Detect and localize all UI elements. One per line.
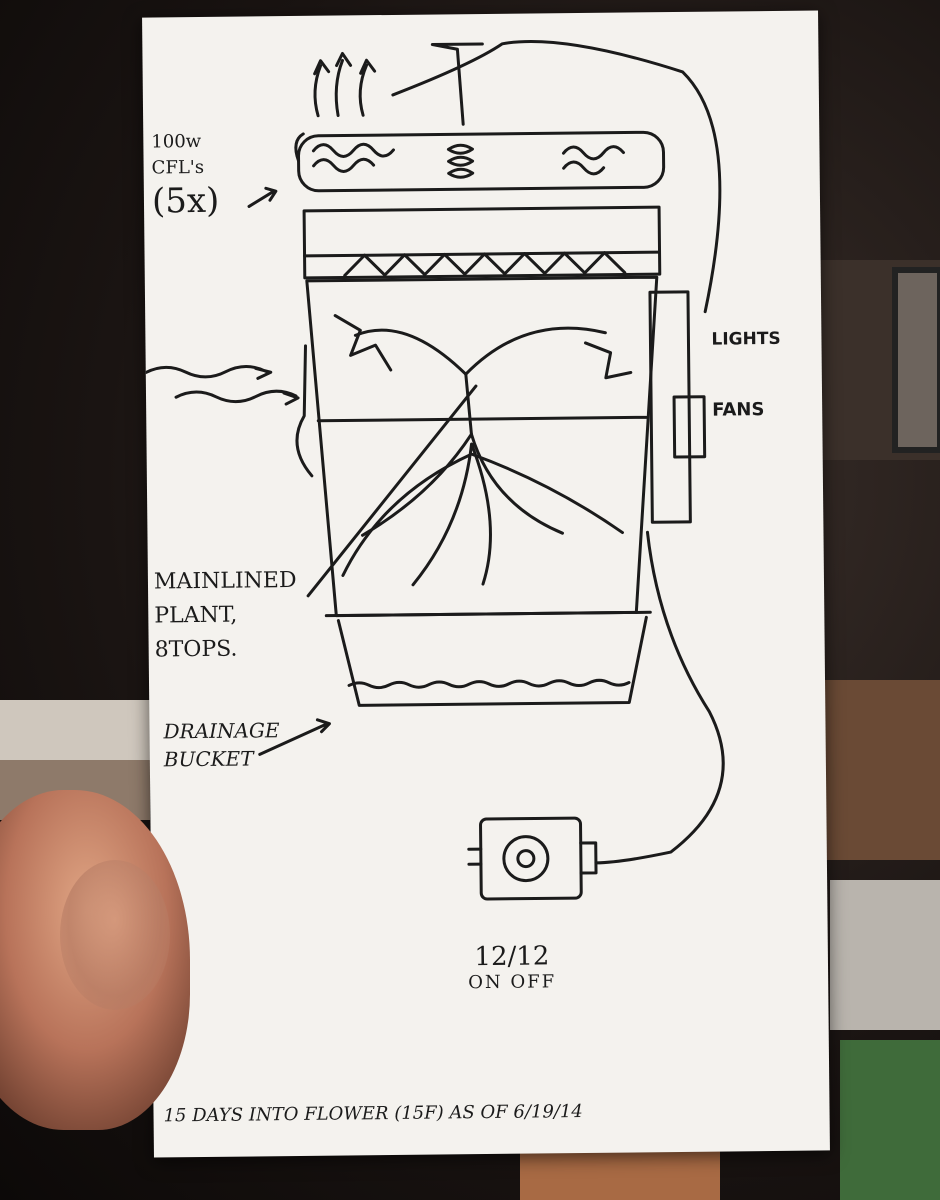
plant-stem <box>466 374 472 434</box>
drainage-water <box>349 680 629 688</box>
plant-label-line2: PLANT, <box>154 598 297 633</box>
bucket-top <box>304 207 660 278</box>
cfl-pointer-arrow <box>249 188 276 206</box>
plant-label: MAINLINED PLANT, 8TOPS. <box>154 564 298 667</box>
heat-arrow-2 <box>336 53 351 115</box>
timer-box <box>480 818 581 899</box>
power-cord-lights <box>392 40 721 315</box>
drainage-label-line1: DRAINAGE <box>163 716 279 745</box>
soil-line <box>318 417 646 420</box>
cfl-wattage: 100w <box>151 129 219 156</box>
intake-tube <box>296 346 312 476</box>
timer-dial <box>504 836 548 880</box>
drainage-bucket <box>338 617 647 705</box>
leaf-cluster-left <box>335 315 391 371</box>
cfl-type: CFL's <box>151 155 219 182</box>
footer-caption: 15 DAYS INTO FLOWER (15F) AS OF 6/19/14 <box>163 1101 582 1126</box>
side-ducting <box>650 292 690 522</box>
airflow-arrow-2 <box>176 391 298 405</box>
cfl-bulb-left <box>313 144 393 172</box>
grow-bucket <box>307 277 660 616</box>
timer-schedule: 12/12 <box>452 941 572 972</box>
plant-pointer-line <box>306 386 478 596</box>
sketch-card: 100w CFL's (5x) LIGHTS FANS MAINLINED PL… <box>142 10 830 1157</box>
lights-label: LIGHTS <box>711 329 780 350</box>
timer-on-off: ON OFF <box>452 971 572 993</box>
cfl-label: 100w CFL's (5x) <box>151 129 219 222</box>
leaf-cluster-right <box>585 342 630 377</box>
fans-label: FANS <box>712 399 764 421</box>
power-cord-timer <box>592 532 724 863</box>
drainage-label: DRAINAGE BUCKET <box>163 716 280 773</box>
cfl-bulb-center <box>448 145 472 177</box>
cfl-count: (5x) <box>152 181 220 222</box>
drainage-screen <box>326 612 650 615</box>
light-cord-center <box>432 44 483 125</box>
heat-arrow-1 <box>315 61 330 116</box>
thumbnail <box>60 860 170 1010</box>
timer-label: 12/12 ON OFF <box>452 941 573 993</box>
drainage-label-line2: BUCKET <box>164 744 280 773</box>
plant-branches <box>355 328 605 376</box>
plant-label-line3: 8TOPS. <box>154 632 297 667</box>
plant-roots <box>341 433 623 586</box>
cfl-bulb-right <box>563 147 623 175</box>
airflow-arrow-1 <box>146 366 271 379</box>
plant-label-line1: MAINLINED <box>154 564 297 599</box>
heat-arrow-3 <box>360 60 375 115</box>
light-lid <box>298 132 664 191</box>
